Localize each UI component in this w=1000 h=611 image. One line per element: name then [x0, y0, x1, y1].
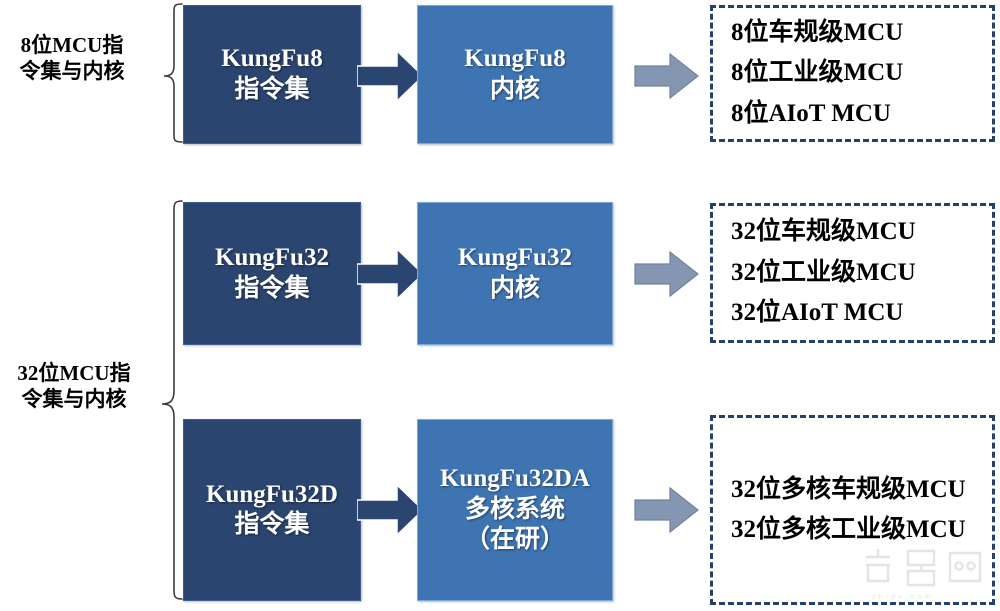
box-line-2: 内核	[489, 75, 540, 103]
box-line-1: KungFu32DA	[439, 465, 591, 493]
instruction-box-kungfu32[interactable]: KungFu32 指令集	[183, 202, 361, 345]
product-box-32bit-multicore: 32位多核车规级MCU 32位多核工业级MCU	[710, 415, 995, 605]
arrow-right-gray-icon	[634, 52, 699, 100]
core-box-kungfu32da[interactable]: KungFu32DA 多核系统 （在研）	[417, 419, 613, 601]
product-item: 8位车规级MCU	[731, 18, 904, 46]
instruction-box-kungfu8[interactable]: KungFu8 指令集	[183, 5, 361, 144]
brace-32bit	[161, 200, 183, 600]
arrow-right-dark-icon	[357, 49, 425, 103]
box-line-2: 指令集	[234, 274, 310, 302]
arrow-right-dark-icon	[357, 247, 425, 301]
product-item: 8位AIoT MCU	[731, 99, 891, 127]
arrow-right-gray-icon	[634, 250, 699, 298]
group-label-8bit: 8位MCU指 令集与内核	[19, 33, 125, 84]
brace-8bit	[163, 3, 183, 143]
product-item: 32位工业级MCU	[731, 258, 916, 286]
product-item: 32位多核车规级MCU	[731, 475, 966, 503]
box-line-1: KungFu8	[221, 45, 323, 72]
box-line-1: KungFu32	[215, 244, 329, 271]
box-line-2: 多核系统	[464, 495, 565, 523]
box-line-1: KungFu8	[464, 45, 566, 72]
box-line-1: KungFu32D	[206, 480, 338, 508]
instruction-box-kungfu32d[interactable]: KungFu32D 指令集	[183, 419, 361, 601]
box-line-1: KungFu32	[458, 244, 572, 271]
box-line-3: （在研）	[464, 526, 565, 554]
product-item: 32位车规级MCU	[731, 218, 916, 246]
product-box-32bit: 32位车规级MCU 32位工业级MCU 32位AIoT MCU	[710, 203, 995, 343]
arrow-right-gray-icon	[634, 486, 699, 534]
product-item: 8位工业级MCU	[731, 59, 904, 87]
product-item: 32位多核工业级MCU	[731, 516, 966, 543]
core-box-kungfu8[interactable]: KungFu8 内核	[417, 5, 613, 144]
box-line-2: 指令集	[234, 511, 310, 538]
box-line-2: 指令集	[234, 75, 310, 103]
core-box-kungfu32[interactable]: KungFu32 内核	[417, 202, 613, 345]
arrow-right-dark-icon	[357, 483, 425, 537]
box-line-2: 内核	[489, 274, 540, 302]
product-box-8bit: 8位车规级MCU 8位工业级MCU 8位AIoT MCU	[710, 5, 995, 142]
group-label-32bit: 32位MCU指 令集与内核	[17, 361, 131, 412]
product-item: 32位AIoT MCU	[731, 299, 904, 327]
